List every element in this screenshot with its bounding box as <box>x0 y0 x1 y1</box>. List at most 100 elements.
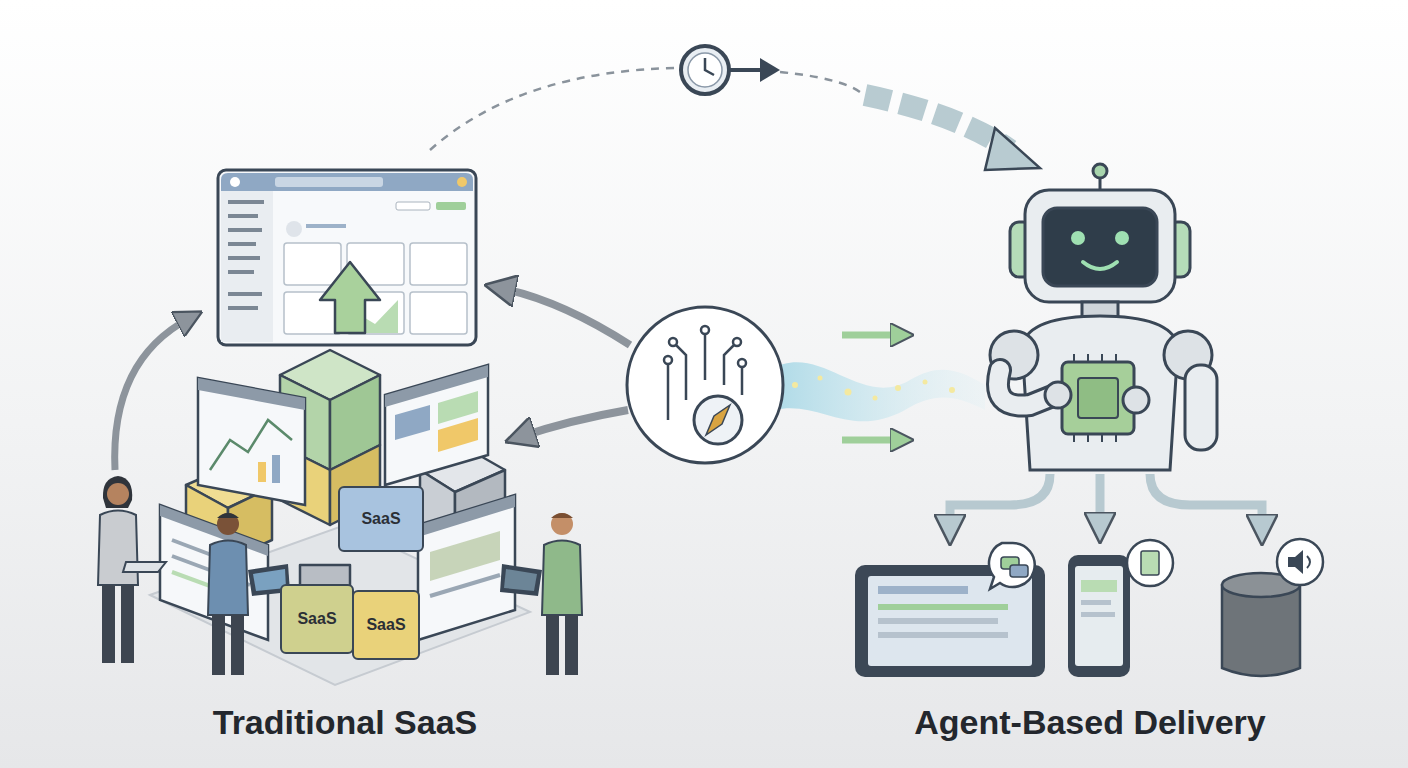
window-frame <box>385 365 488 485</box>
output-arrow <box>1096 474 1105 528</box>
data-particles <box>792 376 955 401</box>
tile <box>438 391 478 424</box>
person <box>500 513 582 675</box>
particle <box>923 380 928 385</box>
chip-core <box>1078 378 1118 418</box>
tile <box>438 418 478 452</box>
particle <box>895 385 901 391</box>
curved-arrow <box>115 318 190 470</box>
tile <box>430 531 500 581</box>
robot-screen <box>1043 208 1157 286</box>
text-line <box>878 632 1008 638</box>
clock-arrow <box>728 68 765 72</box>
time-arc <box>780 72 860 92</box>
head <box>551 513 573 535</box>
window-frame <box>418 495 515 640</box>
card <box>410 243 467 285</box>
sidebar-item <box>228 306 258 310</box>
speech-bubble <box>1127 540 1173 586</box>
section-label: Agent-Based Delivery <box>790 703 1390 742</box>
clock-arrow-head <box>760 58 780 82</box>
smart-speaker <box>1222 585 1300 676</box>
text-line <box>878 604 1008 610</box>
speech-bubble <box>1277 539 1323 585</box>
app-window <box>198 378 305 505</box>
circuit-node <box>701 326 709 334</box>
particle <box>792 382 798 388</box>
window-bar <box>418 495 515 537</box>
laptop-screen <box>504 569 537 591</box>
section-label: Traditional SaaS <box>45 703 645 742</box>
laptop <box>123 562 166 572</box>
phone <box>1068 555 1130 677</box>
sidebar-item <box>228 292 262 296</box>
bar <box>272 455 280 483</box>
sidebar-item <box>228 214 258 218</box>
particle <box>949 387 955 393</box>
flow-arrow <box>842 437 902 444</box>
transition-arrow-head <box>985 128 1040 170</box>
torso <box>98 511 138 586</box>
clock-hands <box>705 58 714 75</box>
button <box>396 202 430 210</box>
particle <box>873 396 878 401</box>
output-arrow <box>950 474 1050 530</box>
avatar-icon <box>457 177 467 187</box>
hub-circle <box>627 307 783 463</box>
dashboard-header <box>221 173 473 191</box>
app-window <box>385 365 488 485</box>
chat-icon <box>1010 565 1028 577</box>
block-label: SaaS <box>366 616 405 634</box>
leg <box>121 585 134 663</box>
puzzle-block: SaaS <box>352 590 420 660</box>
button <box>436 202 466 210</box>
hair <box>103 476 132 508</box>
block-label: SaaS <box>297 610 336 628</box>
clock-icon <box>681 46 729 94</box>
circuit-line <box>667 365 670 420</box>
circuit-line <box>676 345 686 400</box>
data-stream <box>770 362 985 421</box>
robot-hand <box>1123 387 1149 413</box>
leg <box>565 615 578 675</box>
torso <box>542 541 582 616</box>
text-line <box>1081 600 1111 605</box>
cloud-icon <box>230 177 240 187</box>
circuit-line <box>741 368 744 395</box>
text-line <box>878 618 998 624</box>
sidebar-item <box>228 270 254 274</box>
leg <box>546 615 559 675</box>
hair <box>551 513 573 518</box>
head <box>107 483 129 505</box>
tablet-screen <box>868 576 1032 666</box>
card <box>284 243 341 285</box>
hub-arrow <box>500 288 630 345</box>
robot-arm <box>1185 365 1217 450</box>
robot-eye <box>1071 231 1085 245</box>
circuit-node <box>738 359 746 367</box>
robot-eye <box>1115 231 1129 245</box>
compass-needle <box>706 405 730 435</box>
flow-arrow <box>842 332 902 339</box>
robot-smile <box>1083 262 1117 269</box>
laptop <box>500 564 542 596</box>
text-line <box>306 224 346 228</box>
robot <box>990 164 1217 470</box>
sidebar-item <box>228 242 256 246</box>
speech-bubbles <box>989 539 1323 589</box>
puzzle-block: SaaS <box>280 584 354 654</box>
circuit-node <box>733 338 741 346</box>
robot-head <box>1025 190 1175 302</box>
window-bar <box>198 378 305 410</box>
particle <box>845 389 852 396</box>
clipboard-icon <box>1141 551 1159 575</box>
block-label: SaaS <box>361 510 400 528</box>
hub-arrow <box>520 410 628 437</box>
card <box>410 292 467 334</box>
sidebar-item <box>228 228 262 232</box>
leg <box>231 615 244 675</box>
puzzle-block: SaaS <box>338 486 424 552</box>
phone-screen <box>1075 566 1123 666</box>
circuit-line <box>724 345 734 385</box>
